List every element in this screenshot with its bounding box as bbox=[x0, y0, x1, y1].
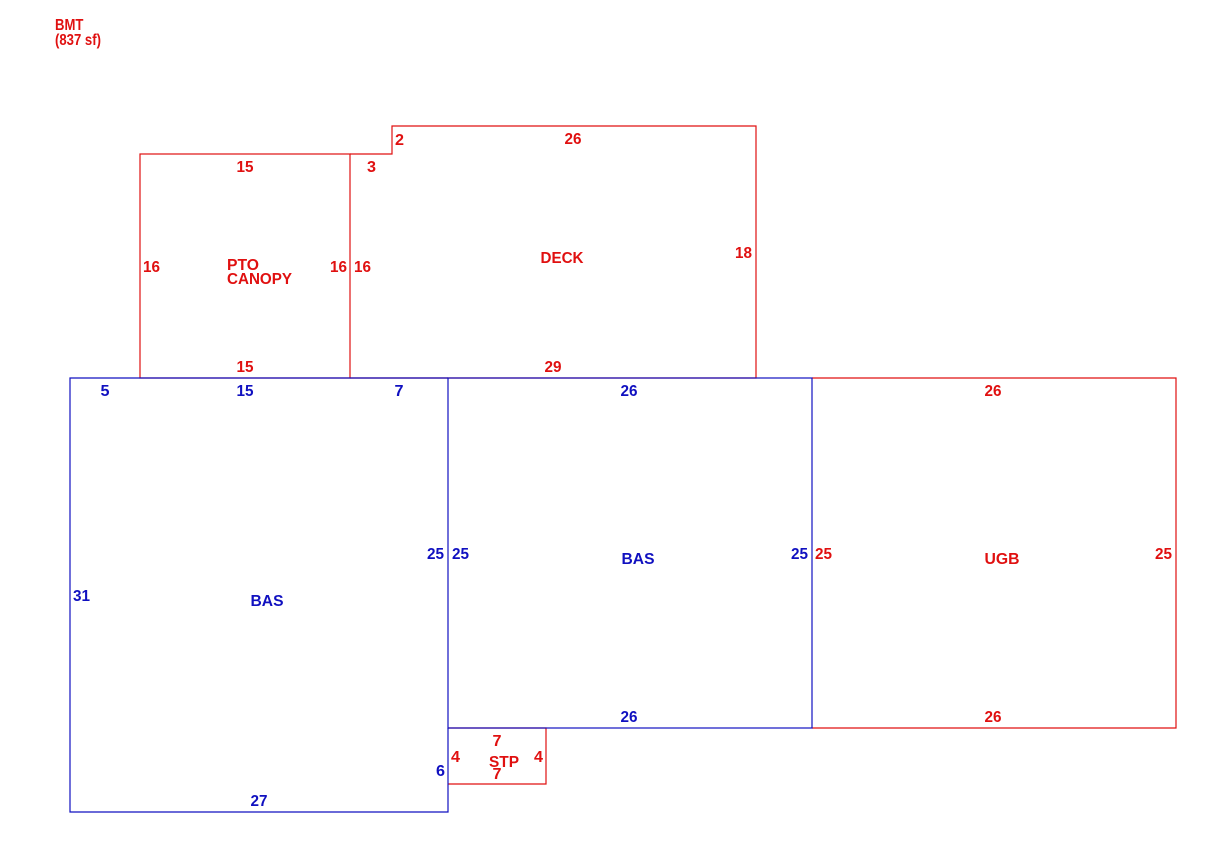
deck-right-dimension: 18 bbox=[735, 245, 752, 262]
deck-left-dimension: 16 bbox=[354, 259, 371, 276]
stp-left-dimension: 4 bbox=[451, 749, 460, 766]
bas-middle-left-dimension: 25 bbox=[452, 546, 469, 563]
sketch-title: BMT bbox=[55, 17, 84, 34]
area-stp: 7 7 4 4 STP bbox=[448, 727, 547, 785]
pto-name-line2: CANOPY bbox=[227, 271, 292, 288]
bas-left-right-dimension: 25 bbox=[427, 546, 444, 563]
ugb-top-dimension: 26 bbox=[985, 383, 1002, 400]
ugb-right-dimension: 25 bbox=[1155, 546, 1172, 563]
stp-bottom-dimension: 7 bbox=[493, 766, 502, 783]
bas-middle-name: BAS bbox=[622, 551, 655, 568]
bas-left-top-segment-c: 7 bbox=[395, 383, 404, 400]
pto-bottom-dimension: 15 bbox=[237, 359, 254, 376]
stp-name: STP bbox=[489, 754, 519, 771]
bas-left-bottom-dimension: 27 bbox=[251, 793, 268, 810]
stp-top-dimension: 7 bbox=[493, 733, 502, 750]
ugb-bottom-dimension: 26 bbox=[985, 709, 1002, 726]
pto-left-dimension: 16 bbox=[143, 259, 160, 276]
deck-top-dimension: 26 bbox=[565, 131, 582, 148]
pto-name-line1: PTO bbox=[227, 257, 259, 274]
bas-left-top-segment-b: 15 bbox=[237, 383, 254, 400]
area-ugb: 26 25 25 26 UGB bbox=[812, 377, 1177, 729]
bas-left-name: BAS bbox=[251, 593, 284, 610]
bas-middle-bottom-dimension: 26 bbox=[621, 709, 638, 726]
bas-middle-outline bbox=[447, 377, 813, 729]
sketch-area-total: (837 sf) bbox=[55, 32, 101, 49]
stp-right-dimension: 4 bbox=[534, 749, 543, 766]
area-bas-left: 5 15 7 31 25 27 6 BAS bbox=[69, 377, 449, 813]
area-pto-canopy: 15 15 16 16 PTO CANOPY bbox=[139, 153, 351, 379]
deck-name: DECK bbox=[541, 250, 584, 267]
bas-left-outline bbox=[69, 377, 449, 813]
ugb-left-dimension: 25 bbox=[815, 546, 832, 563]
ugb-name: UGB bbox=[985, 551, 1020, 568]
deck-step-vertical-dimension: 3 bbox=[367, 159, 376, 176]
deck-bottom-dimension: 29 bbox=[545, 359, 562, 376]
deck-step-horizontal-dimension: 2 bbox=[395, 132, 404, 149]
ugb-outline bbox=[812, 377, 1177, 729]
bas-left-top-segment-a: 5 bbox=[101, 383, 110, 400]
pto-right-dimension: 16 bbox=[330, 259, 347, 276]
area-bas-middle: 26 25 25 26 BAS bbox=[447, 377, 813, 729]
bas-left-left-dimension: 31 bbox=[73, 588, 90, 605]
area-deck: 2 3 26 16 18 29 DECK bbox=[350, 125, 757, 379]
bas-middle-top-dimension: 26 bbox=[621, 383, 638, 400]
pto-top-dimension: 15 bbox=[237, 159, 254, 176]
bas-middle-right-dimension: 25 bbox=[791, 546, 808, 563]
bas-left-notch-dimension: 6 bbox=[436, 763, 445, 780]
